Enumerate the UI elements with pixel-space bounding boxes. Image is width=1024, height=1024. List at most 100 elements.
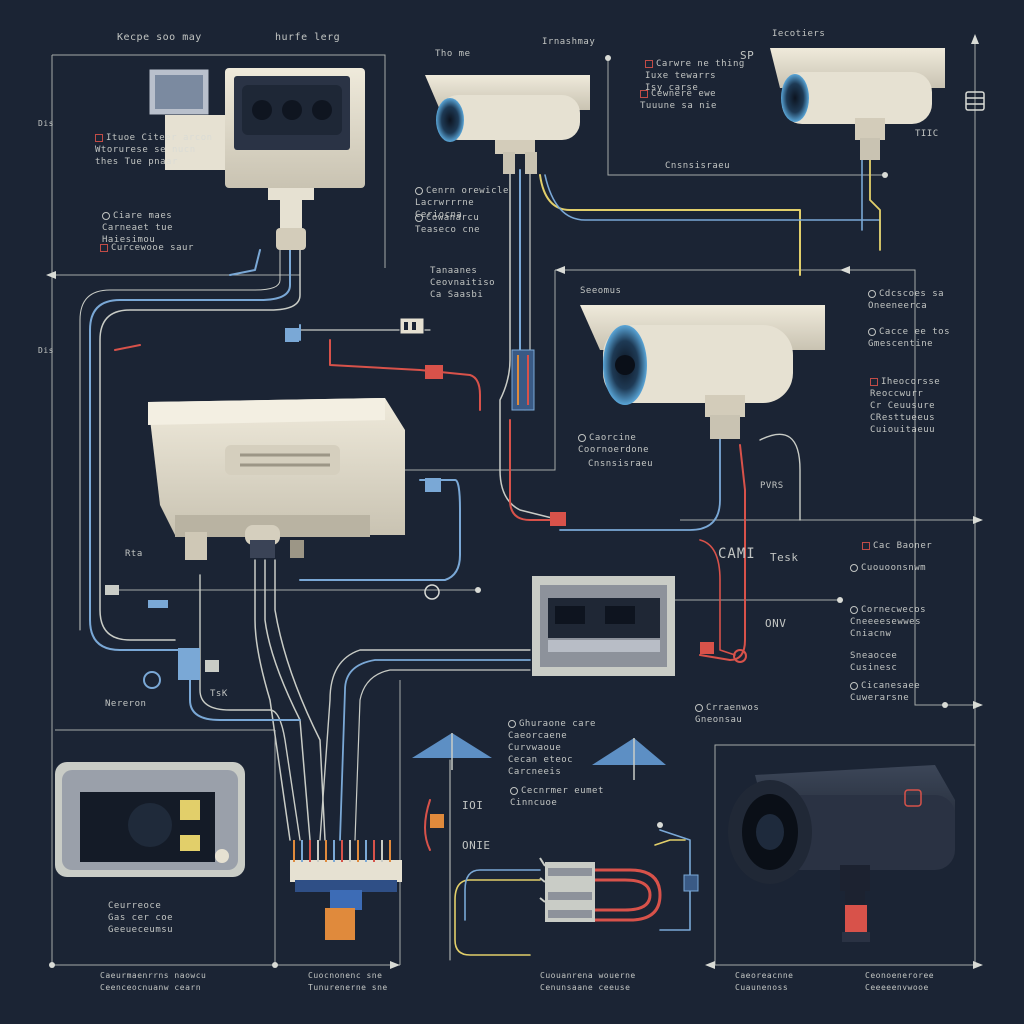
label-line: Cuwerarsne: [850, 693, 910, 703]
label-line: Kecpe soo may: [117, 32, 202, 43]
label-tag-ioi: IOI: [462, 800, 483, 812]
label-line: Nereron: [105, 699, 147, 709]
housing-camera-left: [148, 398, 405, 560]
label-line: Rta: [125, 549, 143, 559]
label-line: Cowanarcu: [415, 212, 480, 224]
label-line: PVRS: [760, 481, 784, 491]
label-line: Cac Baoner: [862, 540, 932, 552]
label-line: Cuouoonsnwm: [850, 562, 926, 574]
label-line: Ceonoeneroree: [865, 971, 935, 980]
label-line: CAMI: [718, 546, 756, 562]
label-right-panel-5: Cuouoonsnwm: [850, 562, 926, 574]
label-line: Tho me: [435, 49, 471, 59]
label-line: Cacce ee tos: [868, 326, 950, 338]
label-line: Cinncuoe: [510, 798, 558, 808]
label-line: Tanaanes: [430, 266, 478, 276]
label-line: Cecnrmer eumet: [510, 785, 604, 797]
label-side-tag-3: Rta: [125, 548, 143, 560]
label-line: thes Tue pnaar: [95, 157, 178, 167]
label-line: Haiesimou: [102, 235, 156, 245]
label-line: Cenunsaane ceeuse: [540, 983, 631, 992]
label-line: Cuaunenoss: [735, 983, 789, 992]
label-line: Iheocorsse: [870, 376, 940, 388]
label-cam2-caption: Seeomus: [580, 285, 621, 297]
bullet-camera-topright: [770, 48, 945, 160]
label-line: IOI: [462, 799, 484, 812]
label-line: Curvwaoue: [508, 743, 562, 753]
label-line: Ciare maes: [102, 210, 173, 222]
label-line: TsK: [210, 689, 228, 699]
ladder-icon: [965, 91, 985, 111]
label-right-panel-4: Cac Baoner: [862, 540, 932, 552]
label-line: Ceenceocnuanw cearn: [100, 983, 202, 992]
label-onv-tag: ONV: [765, 618, 786, 630]
label-line: Cnsnsisraeu: [665, 161, 731, 171]
label-pvrs-tag: PVRS: [760, 480, 784, 492]
box-camera-topleft: [146, 66, 365, 250]
arrow-markers: [46, 34, 983, 969]
label-line: Crraenwos: [695, 702, 759, 714]
label-line: Cuiouitaeuu: [870, 425, 936, 435]
label-line: Gmescentine: [868, 339, 934, 349]
label-top-right-mid-title: Irnashmay: [542, 36, 595, 48]
label-line: Gneonsau: [695, 715, 743, 725]
label-line: Cuocnonenc sne: [308, 971, 383, 980]
label-line: Caeoreacnne: [735, 971, 794, 980]
label-tesk-tag: Tesk: [770, 552, 799, 564]
label-line: Carneaet tue: [102, 223, 174, 233]
label-line: Tuuune sa nie: [640, 101, 717, 111]
label-top-center-title: Tho me: [435, 48, 471, 60]
cable-module: [539, 857, 662, 922]
label-line: Caorcine: [578, 432, 649, 444]
label-line: Ca Saasbi: [430, 290, 484, 300]
label-top-mid-title: hurfe lerg: [275, 32, 340, 44]
label-line: Sneaocee: [850, 651, 898, 661]
label-line: Cdcscoes sa: [868, 288, 944, 300]
label-line: Cenrn orewicle: [415, 185, 509, 197]
label-line: Cornecwecos: [850, 604, 926, 616]
label-line: Carcneeis: [508, 767, 562, 777]
label-tag-tsk: TsK: [210, 688, 228, 700]
label-cable-tag: CAMI: [718, 546, 756, 562]
label-tiic-tag: TIIC: [915, 128, 939, 140]
label-line: Curcewooe saur: [100, 242, 194, 254]
label-line: Carwre ne thing: [645, 58, 745, 70]
label-line: ONIE: [462, 839, 491, 852]
label-line: Caeorcaene: [508, 731, 568, 741]
label-line: Cnsnsisraeu: [588, 459, 654, 469]
connectors: [105, 317, 747, 892]
label-line: Irnashmay: [542, 37, 596, 47]
label-cam3-notes2: Cnsnsisraeu: [588, 458, 653, 470]
monitor-box: [55, 762, 245, 877]
label-line: TIIC: [915, 129, 939, 139]
label-line: hurfe lerg: [275, 32, 341, 43]
label-line: Wtorurese se nucn: [95, 145, 196, 155]
dark-camera-bottomright: [728, 765, 955, 942]
label-top-right-title: Iecotiers: [772, 28, 825, 40]
label-line: Lacrwrrrne: [415, 198, 475, 208]
label-line: Cewnere ewe: [640, 88, 717, 100]
label-line: Teaseco cne: [415, 225, 481, 235]
label-line: Tesk: [770, 551, 799, 564]
label-line: Cicanesaee: [850, 680, 920, 692]
bullet-camera-center: [580, 305, 825, 439]
label-line: Cr Ceuusure: [870, 401, 936, 411]
label-line: Tunurenerne sne: [308, 983, 388, 992]
